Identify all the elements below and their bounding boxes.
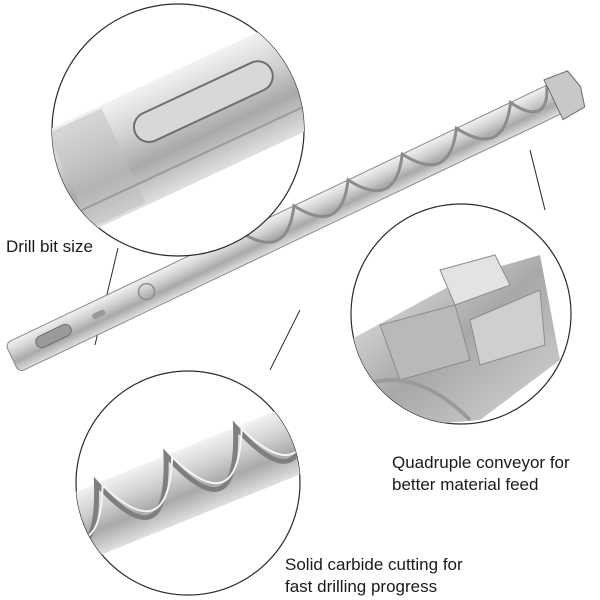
main-drill-bit bbox=[6, 70, 586, 371]
zoom-circle-shank bbox=[51, 3, 305, 257]
conveyor-line-1: Quadruple conveyor for bbox=[392, 453, 570, 472]
conveyor-line-2: better material feed bbox=[392, 475, 539, 494]
zoom-circle-flute bbox=[75, 370, 301, 596]
zoom-circle-tip bbox=[350, 203, 572, 425]
drill-bit-size-label: Drill bit size bbox=[6, 237, 93, 256]
carbide-line-1: Solid carbide cutting for bbox=[285, 555, 463, 574]
carbide-label: Solid carbide cutting for fast drilling … bbox=[285, 554, 463, 598]
conveyor-label: Quadruple conveyor for better material f… bbox=[392, 452, 570, 496]
flute-spiral bbox=[238, 85, 549, 244]
carbide-line-2: fast drilling progress bbox=[285, 577, 438, 596]
